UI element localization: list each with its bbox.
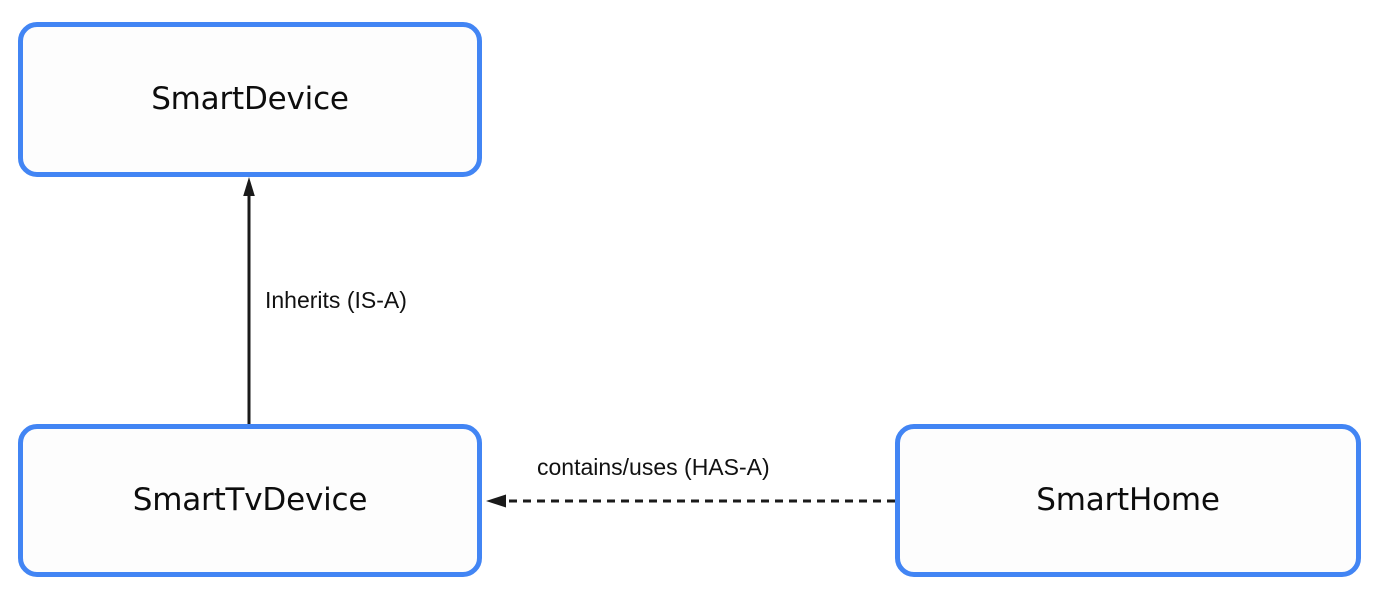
node-smarttvdevice[interactable]: SmartTvDevice <box>18 424 482 577</box>
node-smartdevice[interactable]: SmartDevice <box>18 22 482 177</box>
edge-inherits-label: Inherits (IS-A) <box>265 287 407 313</box>
edge-inherits <box>243 177 255 424</box>
edge-contains-label: contains/uses (HAS-A) <box>537 454 770 480</box>
node-smarthome[interactable]: SmartHome <box>895 424 1361 577</box>
node-smarthome-label: SmartHome <box>1036 482 1220 518</box>
edge-contains <box>486 494 895 508</box>
node-smartdevice-label: SmartDevice <box>151 81 349 117</box>
node-smarttvdevice-label: SmartTvDevice <box>132 482 368 518</box>
edge-contains-arrowhead <box>486 494 506 508</box>
edge-inherits-arrowhead <box>243 177 255 196</box>
